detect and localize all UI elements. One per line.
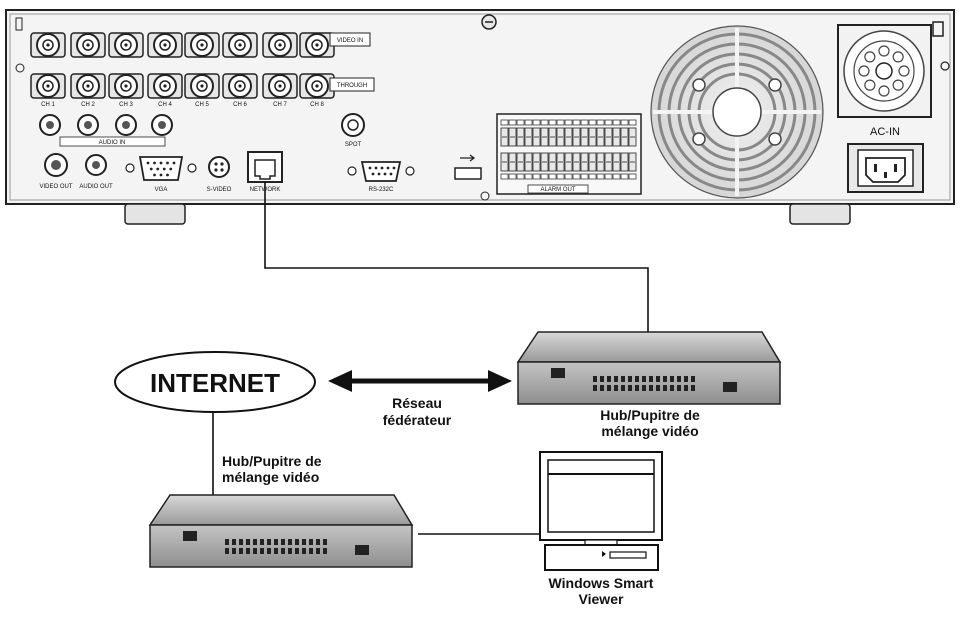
channel-label-5: CH 5 xyxy=(195,102,209,108)
channel-label-7: CH 7 xyxy=(273,102,287,108)
ac-in-socket xyxy=(847,143,924,193)
through-bnc-6 xyxy=(222,73,258,99)
through-bnc-8 xyxy=(299,73,335,99)
hub-left xyxy=(148,494,414,568)
dvr-to-hub-cable xyxy=(264,182,649,335)
audio-in-jack-2 xyxy=(77,114,99,136)
viewer-label-line2: Viewer xyxy=(579,591,624,607)
audio-in-jack-4 xyxy=(151,114,173,136)
through-bnc-1 xyxy=(30,73,66,99)
svideo-label: S-VIDEO xyxy=(207,187,232,193)
hub-right-label-line1: Hub/Pupitre de xyxy=(600,407,700,423)
video-in-bnc-6 xyxy=(222,32,258,58)
video-in-label: VIDEO IN xyxy=(337,38,363,44)
video-in-bnc-4 xyxy=(147,32,183,58)
video-in-bnc-2 xyxy=(70,32,106,58)
fan-grille xyxy=(650,25,824,199)
channel-label-3: CH 3 xyxy=(119,102,133,108)
usb-port xyxy=(454,167,482,180)
hub-right-label-line2: mélange vidéo xyxy=(601,423,698,439)
ac-in-label: AC-IN xyxy=(870,126,900,138)
through-bnc-7 xyxy=(262,73,298,99)
channel-label-1: CH 1 xyxy=(41,102,55,108)
through-connectors xyxy=(30,73,335,99)
audio-out-label: AUDIO OUT xyxy=(79,184,113,190)
channel-label-8: CH 8 xyxy=(310,102,324,108)
channel-label-6: CH 6 xyxy=(233,102,247,108)
vga-label: VGA xyxy=(155,187,168,193)
video-in-bnc-7 xyxy=(262,32,298,58)
audio-in-jack-1 xyxy=(39,114,61,136)
through-bnc-4 xyxy=(147,73,183,99)
video-in-bnc-1 xyxy=(30,32,66,58)
internet-label: INTERNET xyxy=(150,368,280,398)
backbone-label-line1: Réseau xyxy=(392,395,442,411)
dvr-foot-left xyxy=(124,203,186,225)
video-in-bnc-3 xyxy=(108,32,144,58)
video-in-bnc-5 xyxy=(184,32,220,58)
internet-cloud: INTERNET xyxy=(114,351,316,413)
audio-in-connectors xyxy=(39,114,173,136)
hub-left-label-line1: Hub/Pupitre de xyxy=(222,453,322,469)
audio-in-label: AUDIO IN xyxy=(99,140,126,146)
video-in-bnc-8 xyxy=(299,32,335,58)
network-cables xyxy=(212,182,649,535)
channel-label-4: CH 4 xyxy=(158,102,172,108)
psu-fan xyxy=(837,24,932,118)
alarm-out-label: ALARM OUT xyxy=(540,187,575,193)
dvr-foot-right xyxy=(789,203,851,225)
through-label: THROUGH xyxy=(337,83,367,89)
svideo-connector xyxy=(208,156,230,178)
vga-connector xyxy=(125,156,197,181)
network-port xyxy=(247,151,283,183)
usb-icon xyxy=(460,154,476,162)
rs232c-connector xyxy=(347,161,415,182)
hub-right xyxy=(516,331,782,405)
hub-left-label-line2: mélange vidéo xyxy=(222,469,319,485)
channel-label-2: CH 2 xyxy=(81,102,95,108)
rs232c-label: RS-232C xyxy=(369,187,394,193)
through-bnc-3 xyxy=(108,73,144,99)
spot-label: SPOT xyxy=(345,142,362,148)
alarm-terminal-block: ALARM OUT xyxy=(496,113,642,195)
backbone-label-line2: fédérateur xyxy=(383,412,452,428)
video-out-label: VIDEO OUT xyxy=(39,184,72,190)
computer-icon xyxy=(539,451,663,571)
audio-in-jack-3 xyxy=(115,114,137,136)
through-bnc-5 xyxy=(184,73,220,99)
backbone-arrow xyxy=(328,370,512,392)
viewer-label-line1: Windows Smart xyxy=(549,575,654,591)
video-in-connectors xyxy=(30,32,335,58)
channel-labels: CH 1 CH 2 CH 3 CH 4 CH 5 CH 6 CH 7 CH 8 xyxy=(41,102,324,108)
through-bnc-2 xyxy=(70,73,106,99)
